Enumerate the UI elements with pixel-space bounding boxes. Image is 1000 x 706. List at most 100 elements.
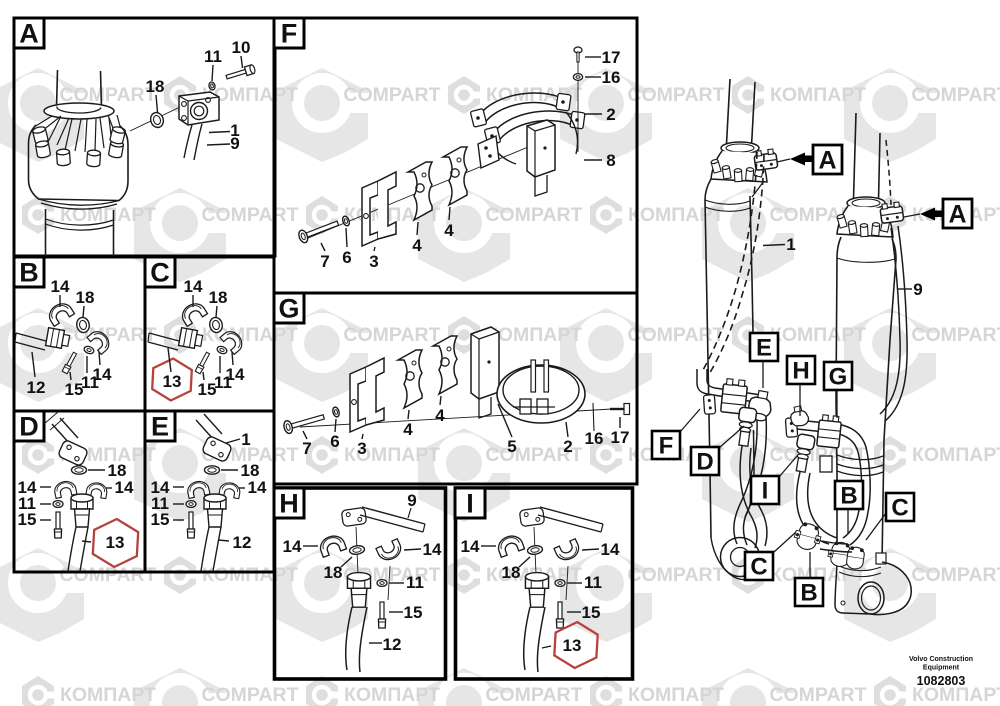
svg-text:COMPART: COMPART bbox=[59, 84, 156, 106]
svg-text:18: 18 bbox=[76, 288, 95, 307]
svg-text:12: 12 bbox=[383, 635, 402, 654]
svg-text:1082803: 1082803 bbox=[917, 674, 966, 688]
svg-text:15: 15 bbox=[404, 603, 423, 622]
svg-text:17: 17 bbox=[602, 48, 621, 67]
svg-text:17: 17 bbox=[611, 428, 630, 447]
svg-text:COMPART: COMPART bbox=[769, 684, 866, 706]
svg-text:COMPART: COMPART bbox=[911, 324, 1000, 346]
svg-text:6: 6 bbox=[330, 432, 339, 451]
svg-text:11: 11 bbox=[18, 494, 36, 513]
svg-text:5: 5 bbox=[507, 437, 516, 456]
svg-text:8: 8 bbox=[606, 151, 615, 170]
svg-text:A: A bbox=[19, 19, 39, 49]
svg-text:13: 13 bbox=[163, 372, 182, 391]
svg-text:14: 14 bbox=[461, 537, 480, 556]
svg-text:11: 11 bbox=[151, 494, 169, 513]
svg-text:B: B bbox=[800, 580, 817, 607]
svg-text:14: 14 bbox=[184, 277, 203, 296]
svg-text:COMPART: COMPART bbox=[485, 444, 582, 466]
svg-text:15: 15 bbox=[18, 510, 37, 529]
svg-text:COMPART: COMPART bbox=[59, 564, 156, 586]
svg-text:КОМПАРТ: КОМПАРТ bbox=[202, 564, 298, 586]
svg-text:КОМПАРТ: КОМПАРТ bbox=[486, 324, 582, 346]
svg-text:14: 14 bbox=[93, 365, 112, 384]
svg-text:G: G bbox=[278, 294, 299, 324]
svg-text:КОМПАРТ: КОМПАРТ bbox=[344, 444, 440, 466]
svg-text:4: 4 bbox=[444, 221, 454, 240]
svg-text:A: A bbox=[948, 201, 966, 229]
svg-text:12: 12 bbox=[27, 378, 46, 397]
svg-text:14: 14 bbox=[51, 277, 70, 296]
svg-text:3: 3 bbox=[357, 439, 366, 458]
svg-text:9: 9 bbox=[230, 134, 239, 153]
svg-text:4: 4 bbox=[412, 236, 422, 255]
svg-text:3: 3 bbox=[369, 252, 378, 271]
svg-text:COMPART: COMPART bbox=[627, 324, 724, 346]
svg-text:12: 12 bbox=[233, 533, 252, 552]
svg-text:КОМПАРТ: КОМПАРТ bbox=[628, 204, 724, 226]
svg-text:COMPART: COMPART bbox=[485, 684, 582, 706]
svg-text:10: 10 bbox=[232, 38, 251, 57]
svg-text:КОМПАРТ: КОМПАРТ bbox=[344, 684, 440, 706]
svg-text:9: 9 bbox=[913, 280, 922, 299]
svg-text:Equipment: Equipment bbox=[923, 665, 960, 672]
svg-text:КОМПАРТ: КОМПАРТ bbox=[60, 684, 156, 706]
svg-text:18: 18 bbox=[241, 461, 260, 480]
svg-text:C: C bbox=[891, 495, 908, 522]
svg-text:2: 2 bbox=[606, 105, 615, 124]
svg-text:D: D bbox=[19, 412, 39, 442]
svg-text:14: 14 bbox=[226, 365, 245, 384]
svg-text:COMPART: COMPART bbox=[627, 84, 724, 106]
svg-text:18: 18 bbox=[146, 77, 165, 96]
svg-text:16: 16 bbox=[585, 429, 604, 448]
svg-text:11: 11 bbox=[406, 573, 424, 592]
svg-text:G: G bbox=[829, 364, 848, 391]
svg-text:B: B bbox=[19, 258, 39, 288]
svg-text:15: 15 bbox=[151, 510, 170, 529]
svg-text:КОМПАРТ: КОМПАРТ bbox=[912, 684, 1000, 706]
svg-text:14: 14 bbox=[423, 540, 442, 559]
svg-text:COMPART: COMPART bbox=[343, 84, 440, 106]
svg-text:13: 13 bbox=[106, 533, 125, 552]
svg-text:14: 14 bbox=[115, 478, 134, 497]
svg-text:1: 1 bbox=[230, 121, 239, 140]
svg-text:КОМПАРТ: КОМПАРТ bbox=[60, 204, 156, 226]
svg-text:КОМПАРТ: КОМПАРТ bbox=[628, 684, 724, 706]
svg-text:Volvo Construction: Volvo Construction bbox=[909, 656, 973, 663]
svg-text:I: I bbox=[466, 489, 474, 519]
svg-text:D: D bbox=[696, 449, 713, 476]
svg-text:18: 18 bbox=[108, 461, 127, 480]
svg-text:КОМПАРТ: КОМПАРТ bbox=[770, 324, 866, 346]
svg-text:B: B bbox=[840, 483, 857, 510]
svg-text:11: 11 bbox=[204, 47, 222, 66]
svg-text:11: 11 bbox=[584, 573, 602, 592]
svg-text:COMPART: COMPART bbox=[201, 204, 298, 226]
svg-text:18: 18 bbox=[324, 563, 343, 582]
svg-text:6: 6 bbox=[342, 248, 351, 267]
svg-text:COMPART: COMPART bbox=[201, 684, 298, 706]
svg-text:КОМПАРТ: КОМПАРТ bbox=[770, 84, 866, 106]
svg-text:H: H bbox=[279, 489, 299, 519]
svg-text:COMPART: COMPART bbox=[911, 84, 1000, 106]
svg-text:7: 7 bbox=[302, 439, 311, 458]
svg-text:F: F bbox=[659, 433, 674, 460]
svg-text:9: 9 bbox=[407, 491, 416, 510]
svg-text:E: E bbox=[151, 412, 169, 442]
svg-text:1: 1 bbox=[786, 235, 795, 254]
svg-text:16: 16 bbox=[602, 68, 621, 87]
svg-text:H: H bbox=[792, 358, 809, 385]
svg-text:14: 14 bbox=[601, 540, 620, 559]
svg-text:14: 14 bbox=[151, 478, 170, 497]
svg-text:13: 13 bbox=[563, 636, 582, 655]
svg-text:7: 7 bbox=[320, 252, 329, 271]
svg-text:COMPART: COMPART bbox=[485, 204, 582, 226]
svg-text:COMPART: COMPART bbox=[769, 444, 866, 466]
svg-text:18: 18 bbox=[502, 563, 521, 582]
svg-text:C: C bbox=[150, 258, 170, 288]
svg-text:1: 1 bbox=[241, 430, 250, 449]
svg-text:11: 11 bbox=[81, 373, 99, 392]
svg-text:COMPART: COMPART bbox=[343, 324, 440, 346]
svg-text:A: A bbox=[818, 147, 836, 175]
svg-text:COMPART: COMPART bbox=[627, 564, 724, 586]
svg-text:F: F bbox=[281, 19, 298, 49]
